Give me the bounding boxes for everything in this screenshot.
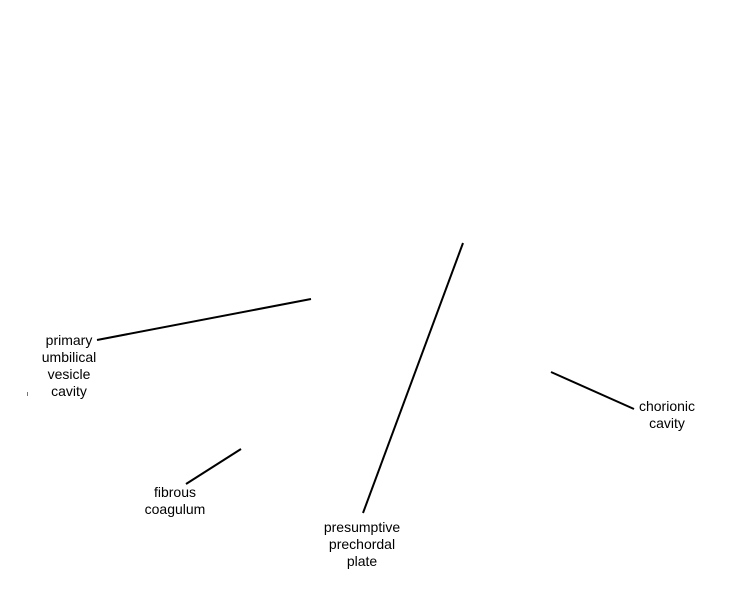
label-line: cavity [51,383,87,399]
label-line: umbilical [41,349,97,365]
leader-line-fibrous-coagulum [185,448,242,485]
label-line: fibrous [153,484,197,500]
leader-line-presumptive-prechordal-plate [362,242,464,514]
label-line: presumptive [323,519,401,535]
label-line: prechordal [328,536,396,552]
label-fibrous-coagulum: fibrous coagulum [124,484,226,518]
label-line: cavity [649,415,685,431]
label-line: plate [346,553,378,569]
label-line: primary [45,332,93,348]
leader-line-chorionic-cavity [550,371,635,410]
label-chorionic-cavity: chorionic cavity [628,398,706,432]
label-primary-umbilical-vesicle-cavity: primary umbilical vesicle cavity [34,332,104,400]
label-line: coagulum [144,501,206,517]
label-line: vesicle [47,366,91,382]
label-line: chorionic [638,398,696,414]
image-artifact [27,392,28,396]
leader-line-primary-umbilical-vesicle-cavity [96,298,312,341]
label-presumptive-prechordal-plate: presumptive prechordal plate [312,519,412,570]
